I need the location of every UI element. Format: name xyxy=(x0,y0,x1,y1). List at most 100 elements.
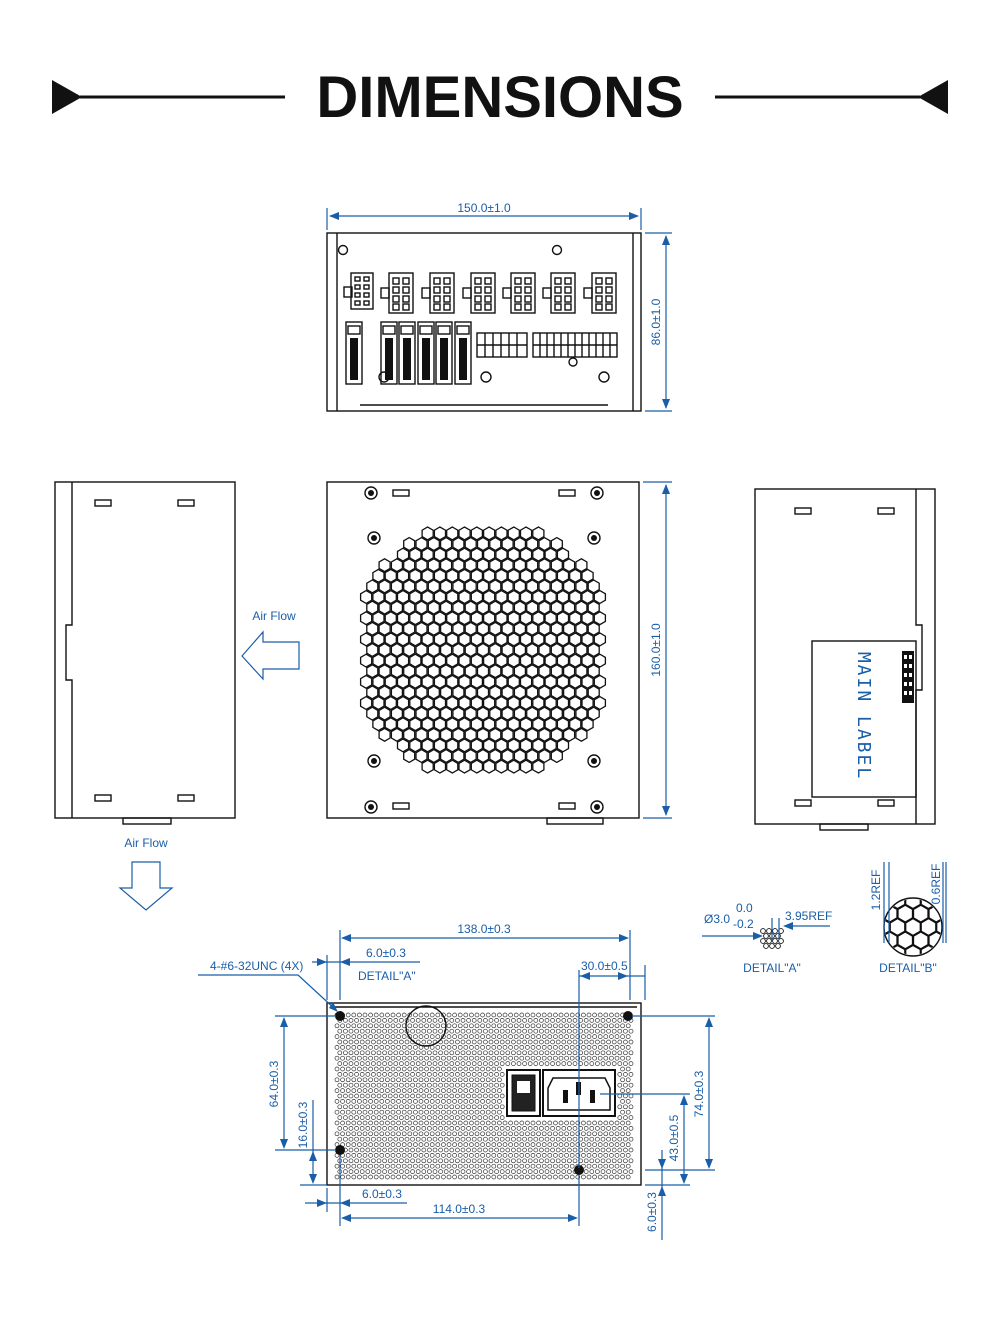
vent-hole xyxy=(508,1142,513,1147)
vent-hole xyxy=(387,1115,393,1120)
vent-hole xyxy=(561,1169,567,1174)
hex-cell xyxy=(409,695,422,711)
vent-hole xyxy=(611,1136,617,1142)
vent-hole xyxy=(432,1061,438,1066)
vent-hole xyxy=(505,1018,511,1023)
hex-cell xyxy=(581,589,594,605)
vent-hole xyxy=(452,1109,457,1115)
vent-hole xyxy=(429,1142,435,1147)
vent-hole xyxy=(449,1169,455,1174)
vent-hole xyxy=(485,1131,491,1137)
vent-hole xyxy=(373,1163,379,1169)
hex-cell xyxy=(390,600,404,615)
vent-hole xyxy=(404,1072,410,1077)
detail-a-tol-upper: 0.0 xyxy=(736,901,753,915)
vent-hole xyxy=(348,1050,354,1056)
rear-left-offset-label: 6.0±0.3 xyxy=(366,946,406,960)
vent-hole xyxy=(401,1088,407,1093)
vent-hole xyxy=(362,1023,368,1029)
hex-cell xyxy=(396,547,410,562)
vent-hole xyxy=(435,1163,441,1169)
vent-hole xyxy=(401,1163,407,1169)
vent-hole xyxy=(617,1158,623,1164)
vent-hole xyxy=(443,1115,449,1120)
hex-cell xyxy=(482,526,496,541)
vent-hole xyxy=(474,1012,480,1018)
hex-cell xyxy=(470,674,484,689)
vent-hole xyxy=(435,1034,441,1039)
vent-hole xyxy=(399,1082,404,1088)
vent-hole xyxy=(441,1088,446,1093)
vent-hole xyxy=(449,1028,455,1034)
hex-cell xyxy=(403,642,416,658)
vent-hole xyxy=(483,1115,488,1120)
hex-cell xyxy=(409,568,422,583)
vent-hole xyxy=(438,1093,443,1099)
hex-cell xyxy=(378,706,391,721)
vent-hole xyxy=(404,1104,410,1110)
vent-hole xyxy=(365,1050,371,1056)
vent-hole xyxy=(494,1061,499,1066)
vent-hole xyxy=(623,1115,628,1120)
hex-cell xyxy=(575,685,588,700)
hex-cell xyxy=(415,706,428,721)
vent-hole xyxy=(525,1055,530,1061)
vent-hole xyxy=(550,1169,555,1174)
hex-cell xyxy=(378,685,391,700)
vent-hole xyxy=(379,1023,385,1029)
vent-hole xyxy=(561,1158,567,1164)
hex-cell xyxy=(415,579,428,594)
vent-hole xyxy=(340,1088,345,1093)
vent-hole xyxy=(561,1039,567,1045)
vent-hole xyxy=(536,1153,541,1158)
vent-hole xyxy=(595,1147,600,1153)
vent-hole xyxy=(399,1050,404,1056)
vent-hole xyxy=(539,1169,544,1174)
vent-hole xyxy=(443,1147,449,1153)
vent-hole xyxy=(469,1055,474,1061)
vent-hole xyxy=(373,1012,379,1018)
vent-hole xyxy=(488,1093,494,1099)
vent-hole xyxy=(558,1163,564,1169)
vent-hole xyxy=(555,1147,561,1153)
vent-hole xyxy=(424,1055,429,1061)
hex-cell xyxy=(581,611,594,626)
vent-hole xyxy=(382,1136,387,1142)
vent-hole xyxy=(625,1163,631,1169)
vent-hole xyxy=(376,1050,382,1056)
vent-hole xyxy=(483,1136,488,1142)
detail-b-hex-cell xyxy=(904,899,922,910)
vent-hole xyxy=(575,1142,581,1147)
vent-hole xyxy=(474,1099,480,1104)
vent-hole xyxy=(595,1169,600,1174)
vent-hole xyxy=(620,1077,625,1083)
vent-hole xyxy=(474,1120,480,1126)
vent-hole xyxy=(385,1034,390,1039)
vent-hole xyxy=(508,1174,513,1180)
vent-hole xyxy=(373,1023,379,1029)
hex-cell xyxy=(587,600,600,615)
hex-cell xyxy=(513,579,527,594)
vent-hole xyxy=(429,1077,435,1083)
hex-cell xyxy=(544,674,557,689)
vent-hole xyxy=(354,1061,359,1066)
hex-cell xyxy=(489,621,502,636)
hex-cell xyxy=(507,568,520,583)
hex-cell xyxy=(482,674,496,689)
vent-hole xyxy=(485,1077,491,1083)
hex-cell xyxy=(501,558,514,573)
vent-hole xyxy=(611,1158,617,1164)
vent-hole xyxy=(457,1055,463,1061)
vent-hole xyxy=(365,1104,371,1110)
vent-hole xyxy=(348,1115,354,1120)
hex-cell xyxy=(489,706,502,721)
vent-hole xyxy=(376,1104,382,1110)
vent-hole xyxy=(382,1018,387,1023)
vent-hole xyxy=(553,1034,558,1039)
vent-hole xyxy=(340,1131,345,1137)
hex-cell xyxy=(433,568,447,583)
vent-hole xyxy=(385,1163,390,1169)
vent-hole xyxy=(368,1099,373,1104)
vent-hole xyxy=(385,1153,390,1158)
vent-hole xyxy=(527,1028,533,1034)
